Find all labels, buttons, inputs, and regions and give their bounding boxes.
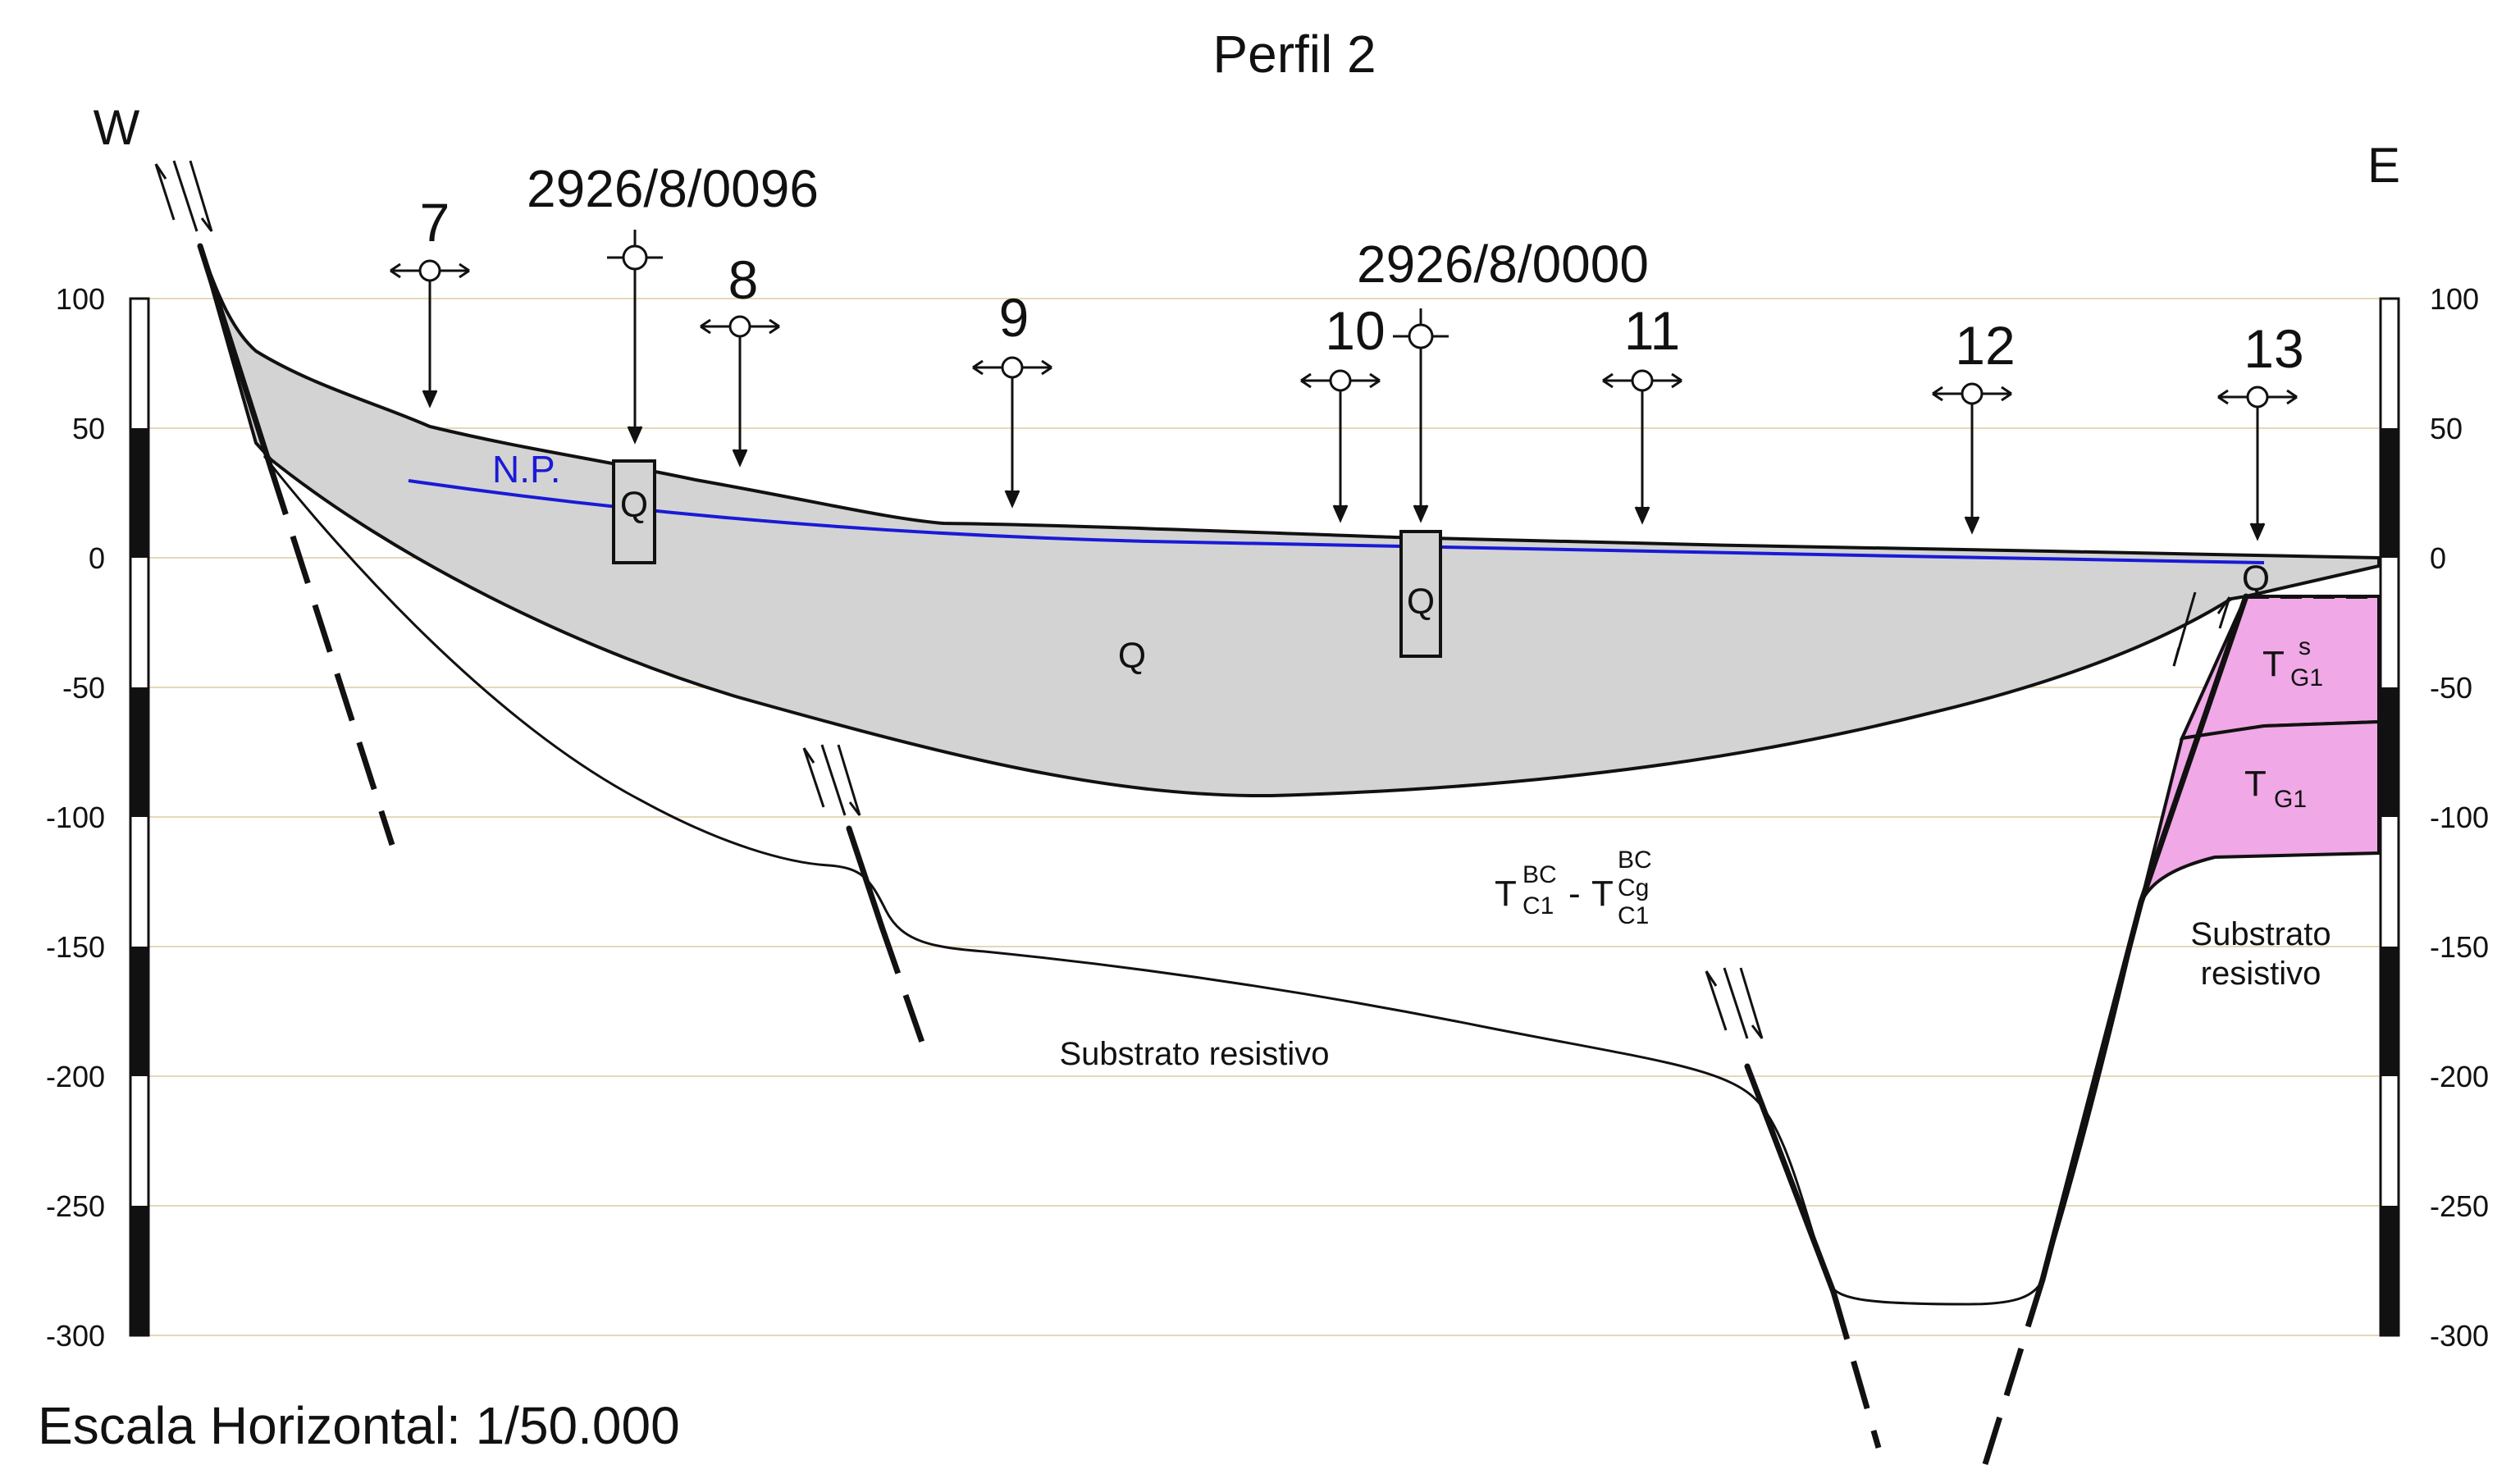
left-axis-labels: 100 50 0 -50 -100 -150 -200 -250 -300 (46, 282, 105, 1353)
left-tick-label: -250 (46, 1189, 105, 1223)
right-tick-label: 0 (2430, 541, 2446, 575)
fault-arrow-mid (802, 744, 861, 816)
quaternary-unit-area (199, 244, 2381, 798)
left-tick-label: -150 (46, 930, 105, 964)
fault-lines-solid (197, 243, 2249, 1295)
station-10-marker (1300, 369, 1381, 523)
left-tick-label: -100 (46, 801, 105, 834)
figure-title: Perfil 2 (1212, 25, 1376, 84)
substrate-label-east-line1: Substrato (2190, 916, 2331, 952)
station-8-marker (700, 315, 780, 468)
left-tick-label: -200 (46, 1060, 105, 1093)
well-0096-marker (607, 230, 663, 445)
quaternary-label-well-0096: Q (620, 485, 648, 525)
substrate-label-east-line2: resistivo (2201, 956, 2321, 992)
fault-arrow-pink (2172, 591, 2231, 667)
tbc-separator: - (1568, 874, 1581, 914)
well-id-0096: 2926/8/0096 (527, 159, 819, 218)
substrate-boundary-line (262, 455, 2143, 1306)
station-13-marker (2217, 386, 2298, 541)
right-tick-label: 100 (2430, 282, 2479, 316)
well-box-0096 (612, 459, 656, 564)
tbc-sub-2: C1 (1618, 902, 1649, 929)
station-11-marker (1602, 369, 1682, 525)
station-label-11: 11 (1624, 300, 1681, 361)
left-tick-label: 100 (56, 282, 105, 316)
tbc-mid-2: Cg (1618, 874, 1649, 901)
tbc-unit-label: T BC C1 - T BC Cg C1 (1495, 847, 1652, 929)
tg1-sub: G1 (2274, 786, 2307, 813)
right-tick-label: -200 (2430, 1060, 2489, 1093)
tg1-base: T (2244, 764, 2267, 804)
left-tick-label: 0 (89, 541, 105, 575)
tg1s-sup: s (2299, 633, 2311, 660)
station-9-marker (972, 356, 1052, 509)
tg1s-base: T (2262, 644, 2285, 684)
well-box-0000 (1399, 530, 1442, 658)
right-tick-label: -250 (2430, 1189, 2489, 1223)
right-axis-labels: 100 50 0 -50 -100 -150 -200 -250 -300 (2430, 282, 2489, 1353)
right-tick-label: -300 (2430, 1319, 2489, 1353)
station-12-marker (1932, 382, 2012, 535)
right-tick-label: 50 (2430, 412, 2463, 445)
right-scale-bar (2379, 297, 2400, 1337)
left-tick-label: 50 (72, 412, 105, 445)
tbc-sup-2: BC (1618, 847, 1652, 874)
station-markers (390, 259, 2298, 541)
substrate-label-center: Substrato resistivo (1059, 1036, 1329, 1072)
fault-arrow-east (1705, 967, 1764, 1039)
tg1-unit-label: T G1 (2244, 764, 2307, 813)
station-label-9: 9 (999, 287, 1029, 348)
well-markers (607, 230, 1449, 523)
station-label-10: 10 (1325, 300, 1385, 361)
tbc-base-1: T (1495, 874, 1517, 914)
left-scale-bar (129, 297, 150, 1337)
tg1s-sub: G1 (2290, 664, 2323, 691)
fault-arrow-west (154, 160, 213, 232)
station-label-13: 13 (2244, 318, 2303, 379)
well-0000-marker (1393, 308, 1449, 523)
tbc-sup-1: BC (1522, 861, 1557, 888)
tg1-unit-area (2139, 719, 2381, 903)
right-tick-label: -150 (2430, 930, 2489, 964)
fault-lines-dashed (267, 466, 2046, 1466)
tbc-sub-1: C1 (1522, 892, 1554, 920)
quaternary-label-east: Q (2242, 559, 2270, 599)
quaternary-label-well-0000: Q (1407, 582, 1435, 622)
west-label: W (94, 100, 140, 155)
station-label-12: 12 (1955, 315, 2015, 376)
station-7-marker (390, 259, 470, 408)
left-tick-label: -50 (62, 671, 105, 705)
well-id-0000: 2926/8/0000 (1357, 235, 1649, 294)
tg1s-unit-label: T s G1 (2262, 633, 2323, 691)
tbc-base-2: T (1591, 874, 1614, 914)
horizontal-scale-caption: Escala Horizontal: 1/50.000 (38, 1396, 680, 1455)
water-table-label: N.P. (492, 448, 561, 491)
left-tick-label: -300 (46, 1319, 105, 1353)
station-label-7: 7 (420, 192, 450, 253)
right-tick-label: -100 (2430, 801, 2489, 834)
right-tick-label: -50 (2430, 671, 2472, 705)
station-label-8: 8 (728, 249, 759, 310)
quaternary-label-main: Q (1118, 636, 1146, 676)
east-label: E (2367, 138, 2400, 193)
